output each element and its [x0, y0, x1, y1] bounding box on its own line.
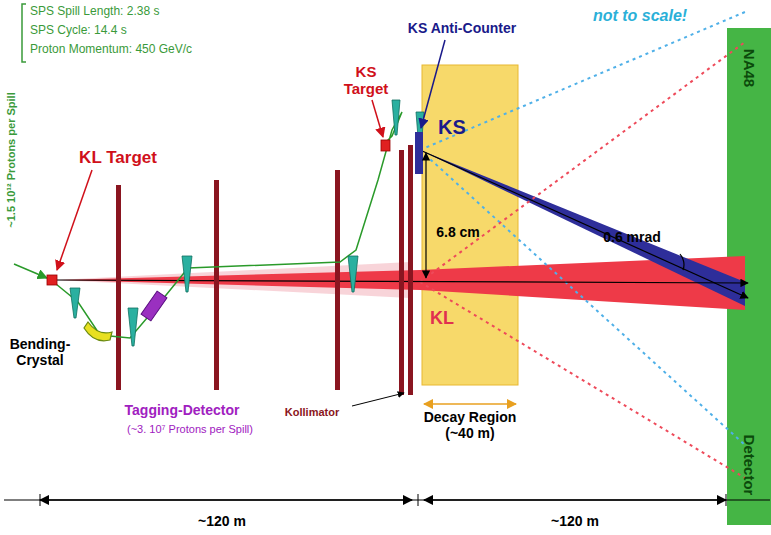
beam-label: KL [430, 308, 454, 329]
part-label: Tagging-Detector [125, 402, 240, 418]
beam-parameter: SPS Cycle: 14.4 s [30, 24, 127, 38]
region-label: Decay Region (~40 m) [410, 409, 530, 441]
part-label: Kollimator [285, 406, 339, 419]
dimension: ~120 m [548, 513, 602, 529]
beam-parameter: Proton Momentum: 450 GeV/c [30, 43, 192, 57]
dimension: ~120 m [195, 513, 249, 529]
beam-parameter: SPS Spill Length: 2.38 s [30, 5, 159, 19]
part-label: Bending- Crystal [3, 336, 77, 368]
detector-band: NA48Detector [727, 28, 771, 525]
proton-rate: (~3. 10⁷ Protons per Spill) [127, 423, 253, 436]
detector-label: NA48 [741, 49, 758, 87]
counter-label: KS Anti-Counter [408, 20, 516, 36]
note: not to scale! [593, 7, 687, 25]
proton-rate: ~1.5 10¹² Protons per Spill [5, 92, 18, 227]
target-label: KL Target [79, 148, 157, 168]
angle-label: 0.6 mrad [603, 229, 661, 245]
target-label: KS Target [338, 63, 394, 98]
dimension: 6.8 cm [436, 224, 480, 240]
beam-label: KS [438, 116, 466, 139]
detector-label: Detector [741, 435, 758, 496]
